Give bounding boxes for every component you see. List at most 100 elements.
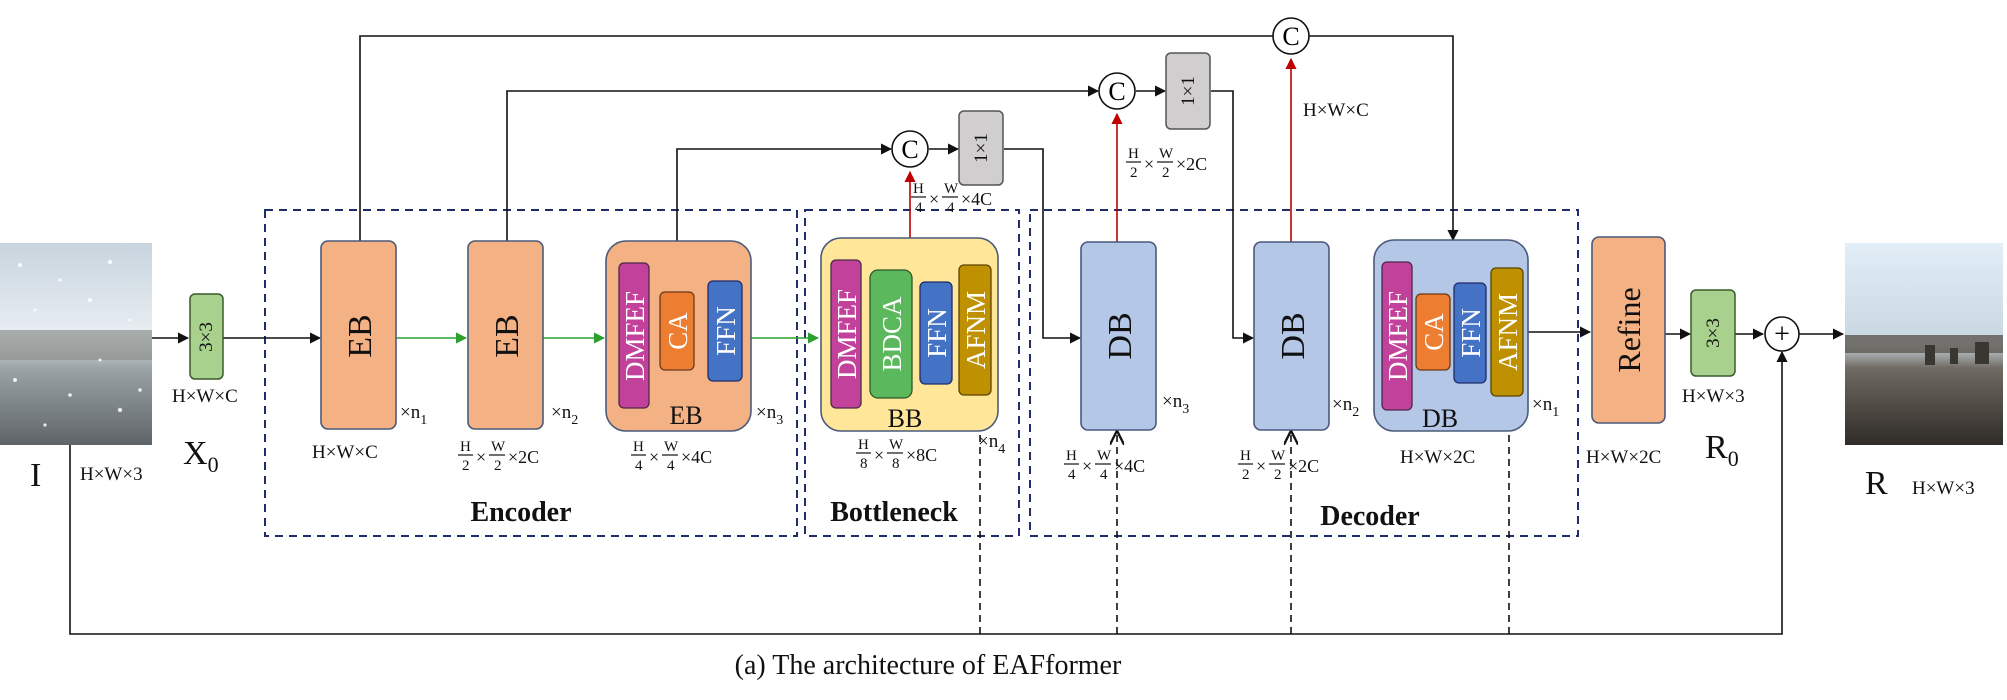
svg-text:H: H bbox=[1066, 448, 1077, 464]
svg-text:×: × bbox=[649, 447, 659, 467]
svg-text:3×3: 3×3 bbox=[196, 322, 217, 352]
svg-text:BDCA: BDCA bbox=[877, 296, 907, 372]
figure-caption: (a) The architecture of EAFformer bbox=[735, 650, 1122, 681]
svg-text:8: 8 bbox=[892, 456, 900, 472]
svg-text:FFN: FFN bbox=[1456, 308, 1486, 358]
svg-text:FFN: FFN bbox=[711, 306, 741, 356]
svg-text:×4C: ×4C bbox=[961, 189, 992, 209]
svg-text:C: C bbox=[1282, 22, 1299, 51]
svg-text:2: 2 bbox=[462, 458, 470, 474]
svg-text:EB: EB bbox=[489, 314, 526, 357]
concat-node-2: C bbox=[1098, 72, 1136, 110]
svg-text:H: H bbox=[460, 439, 471, 455]
red-arrows bbox=[904, 57, 1297, 242]
svg-text:BB: BB bbox=[888, 404, 923, 433]
svg-text:EB: EB bbox=[342, 314, 379, 357]
svg-text:3×3: 3×3 bbox=[1703, 318, 1724, 348]
svg-text:AFNM: AFNM bbox=[1493, 293, 1523, 371]
svg-text:W: W bbox=[889, 437, 904, 453]
encoder-block-2: EB bbox=[467, 240, 544, 430]
bottleneck-label: Bottleneck bbox=[830, 497, 958, 528]
repeat-n4-bb: ×n4 bbox=[978, 431, 1005, 457]
dim-bb-top: H4 × W4 ×4C bbox=[911, 181, 992, 216]
svg-text:DMFEF: DMFEF bbox=[832, 289, 862, 379]
svg-text:W: W bbox=[1097, 448, 1112, 464]
svg-text:2: 2 bbox=[494, 458, 502, 474]
conv3x3-output: 3×3 bbox=[1690, 289, 1736, 377]
dashed-feedback-lines bbox=[980, 396, 1509, 634]
input-image bbox=[0, 243, 152, 445]
svg-text:W: W bbox=[1271, 448, 1286, 464]
encoder-group bbox=[264, 209, 798, 537]
svg-text:C: C bbox=[901, 135, 918, 164]
dim-db2: H2 × W2 ×2C bbox=[1238, 448, 1319, 483]
svg-text:×: × bbox=[874, 445, 884, 465]
svg-text:8: 8 bbox=[860, 456, 868, 472]
svg-text:H: H bbox=[633, 439, 644, 455]
svg-text:DMFEF: DMFEF bbox=[1383, 291, 1413, 381]
svg-text:4: 4 bbox=[1068, 467, 1076, 483]
svg-text:×8C: ×8C bbox=[906, 445, 937, 465]
conv3x3-input: 3×3 bbox=[189, 293, 224, 380]
dim-x0: H×W×C bbox=[172, 386, 238, 407]
repeat-n3-eb3: ×n3 bbox=[756, 402, 783, 428]
refine-block: Refine bbox=[1591, 236, 1666, 424]
encoder-label: Encoder bbox=[470, 497, 571, 528]
repeat-n1-db3: ×n1 bbox=[1532, 394, 1559, 420]
conv1x1-bottleneck: 1×1 bbox=[958, 110, 1004, 186]
svg-text:2: 2 bbox=[1274, 467, 1282, 483]
encoder-block-1: EB bbox=[320, 240, 397, 430]
svg-text:DMFEF: DMFEF bbox=[620, 291, 650, 381]
dim-bb: H 8 × W 8 ×8C bbox=[856, 437, 937, 472]
bottleneck-group bbox=[804, 209, 1020, 537]
svg-text:×4C: ×4C bbox=[681, 447, 712, 467]
svg-text:×2C: ×2C bbox=[508, 447, 539, 467]
dim-eb2: H2 × W2 ×2C bbox=[458, 439, 539, 474]
repeat-n3-db1: ×n3 bbox=[1162, 391, 1189, 417]
decoder-block-2: DB bbox=[1253, 241, 1330, 431]
svg-text:CA: CA bbox=[663, 312, 693, 350]
svg-text:DB: DB bbox=[1102, 312, 1139, 359]
svg-text:H: H bbox=[1240, 448, 1251, 464]
bottleneck-block: DMFEF BDCA FFN AFNM BB bbox=[820, 237, 999, 433]
dim-conv-out: H×W×3 bbox=[1682, 386, 1745, 407]
svg-text:DB: DB bbox=[1422, 404, 1458, 433]
svg-text:DB: DB bbox=[1275, 312, 1312, 359]
svg-text:1×1: 1×1 bbox=[971, 133, 992, 163]
svg-text:AFNM: AFNM bbox=[961, 291, 991, 369]
dim-decoder-top: H×W×C bbox=[1303, 100, 1369, 121]
svg-text:FFN: FFN bbox=[922, 308, 952, 358]
repeat-n2-db2: ×n2 bbox=[1332, 394, 1359, 420]
svg-text:W: W bbox=[944, 181, 959, 197]
svg-text:W: W bbox=[491, 439, 506, 455]
svg-text:4: 4 bbox=[667, 458, 675, 474]
decoder-block-1: DB bbox=[1080, 241, 1157, 431]
connections bbox=[69, 35, 1845, 635]
svg-text:C: C bbox=[1108, 77, 1125, 106]
svg-text:W: W bbox=[664, 439, 679, 455]
output-label: R bbox=[1865, 465, 1888, 502]
decoder-block-3: DMFEF CA FFN AFNM DB bbox=[1373, 239, 1529, 433]
dim-eb1: H×W×C bbox=[312, 442, 378, 463]
svg-text:H: H bbox=[858, 437, 869, 453]
svg-text:4: 4 bbox=[1100, 467, 1108, 483]
encoder-block-3: DMFEF CA FFN EB bbox=[605, 240, 752, 432]
svg-text:4: 4 bbox=[947, 200, 955, 216]
dim-eb3: H 4 × W 4 ×4C bbox=[631, 439, 712, 474]
dim-refine: H×W×2C bbox=[1586, 447, 1661, 468]
svg-text:EB: EB bbox=[669, 401, 702, 430]
dim-db1-top: H2 × W2 ×2C bbox=[1126, 146, 1207, 181]
add-node: + bbox=[1764, 316, 1800, 352]
r0-label: R0 bbox=[1705, 429, 1739, 471]
x0-label: X0 bbox=[183, 435, 219, 477]
svg-text:×2C: ×2C bbox=[1288, 456, 1319, 476]
svg-text:×: × bbox=[1082, 456, 1092, 476]
decoder-label: Decoder bbox=[1320, 501, 1420, 532]
svg-text:×: × bbox=[1144, 154, 1154, 174]
output-image bbox=[1845, 243, 2003, 445]
svg-text:×4C: ×4C bbox=[1114, 456, 1145, 476]
svg-text:CA: CA bbox=[1419, 313, 1449, 351]
dim-output: H×W×3 bbox=[1912, 478, 1975, 499]
svg-text:4: 4 bbox=[635, 458, 643, 474]
